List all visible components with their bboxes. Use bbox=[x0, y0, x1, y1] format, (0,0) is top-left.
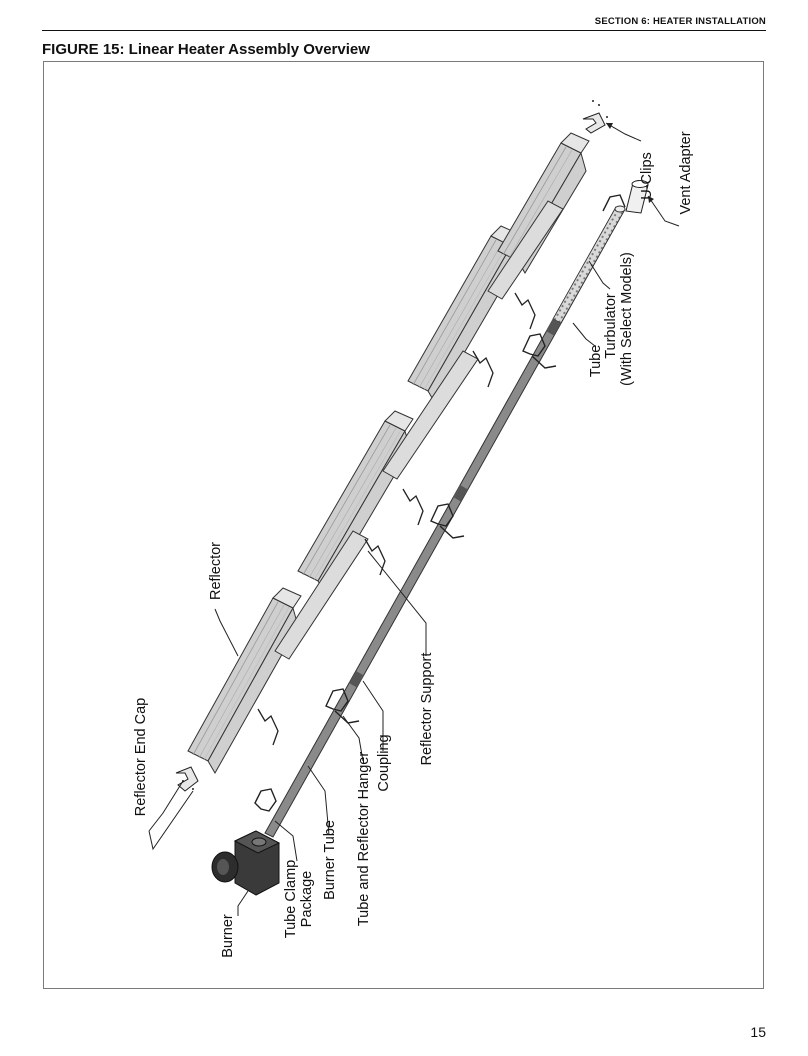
reflector-supports bbox=[257, 292, 536, 746]
figure-title: FIGURE 15: Linear Heater Assembly Overvi… bbox=[42, 41, 370, 58]
label-tube-reflector-hanger: Tube and Reflector Hanger bbox=[356, 752, 372, 927]
label-reflector-support: Reflector Support bbox=[419, 653, 435, 766]
page-number: 15 bbox=[750, 1024, 766, 1040]
label-turbulator: Turbulator bbox=[603, 293, 619, 359]
leader-lines bbox=[148, 122, 680, 916]
label-reflector: Reflector bbox=[208, 542, 224, 600]
reflector-section-4 bbox=[487, 132, 590, 300]
tube-hangers bbox=[254, 194, 626, 812]
figure-frame bbox=[43, 61, 764, 989]
label-turbulator-note: (With Select Models) bbox=[619, 252, 635, 386]
header-rule bbox=[42, 30, 766, 31]
label-reflector-end-cap: Reflector End Cap bbox=[133, 698, 149, 816]
coupling-3 bbox=[546, 318, 561, 336]
reflector-group bbox=[187, 132, 590, 775]
label-tube: Tube bbox=[588, 345, 604, 378]
section-header: SECTION 6: HEATER INSTALLATION bbox=[594, 16, 766, 27]
linear-heater-assembly-diagram: U-Clips Vent Adapter Turbulator (With Se… bbox=[133, 100, 694, 958]
label-coupling: Coupling bbox=[376, 734, 392, 791]
reflector-section-3 bbox=[382, 225, 520, 480]
label-burner-tube: Burner Tube bbox=[322, 820, 338, 900]
label-u-clips: U-Clips bbox=[639, 152, 655, 200]
u-clips bbox=[582, 100, 608, 134]
coupling-2 bbox=[453, 484, 468, 502]
tube-assembly bbox=[264, 205, 626, 838]
diagram-labels: U-Clips Vent Adapter Turbulator (With Se… bbox=[133, 131, 694, 957]
coupling-1 bbox=[349, 670, 364, 688]
label-tube-clamp: Tube Clamp bbox=[283, 860, 299, 938]
label-burner: Burner bbox=[220, 914, 236, 958]
burner bbox=[211, 830, 281, 896]
reflector-end-cap bbox=[175, 766, 199, 792]
vent-adapter bbox=[625, 180, 649, 214]
label-tube-clamp-package: Package bbox=[299, 871, 315, 927]
label-vent-adapter: Vent Adapter bbox=[678, 131, 694, 214]
reflector-section-1 bbox=[187, 587, 302, 775]
